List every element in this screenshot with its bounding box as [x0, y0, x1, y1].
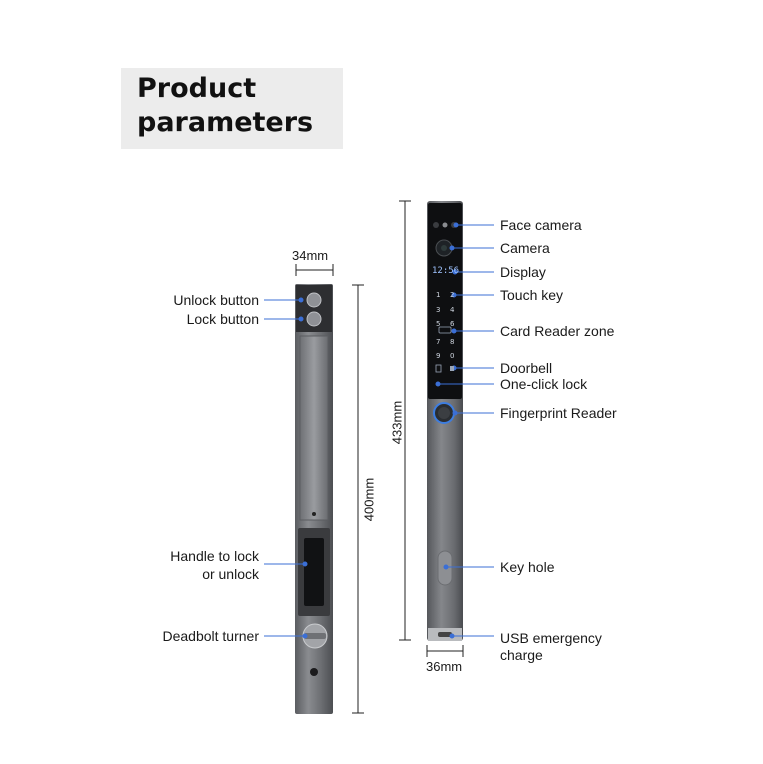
left-height-dimension — [352, 284, 364, 714]
title-line-2: parameters — [137, 107, 314, 138]
left-height-label: 400mm — [361, 477, 377, 522]
unlock-button-label: Unlock button — [173, 292, 259, 308]
title-line-1: Product — [137, 73, 257, 104]
usb-label-line2: charge — [500, 647, 543, 663]
left-width-dimension — [295, 264, 334, 276]
page-title: Product parameters — [137, 72, 313, 140]
right-height-dimension — [399, 200, 411, 641]
lock-button-label: Lock button — [186, 311, 259, 327]
keypad-key: 0 — [450, 352, 455, 360]
handle-label-line1: Handle to lock — [170, 548, 259, 564]
right-width-label: 36mm — [426, 659, 463, 674]
key-hole-label: Key hole — [500, 559, 555, 575]
touch-key-label: Touch key — [500, 287, 564, 303]
keypad-key: 4 — [450, 306, 455, 314]
one-click-lock-label: One-click lock — [500, 376, 588, 392]
keypad-key: 6 — [450, 320, 455, 328]
keypad-key: 3 — [436, 306, 441, 314]
keypad-key: 1 — [436, 291, 441, 299]
keypad-key: 5 — [436, 320, 441, 328]
right-lock-body — [427, 201, 463, 641]
camera-label: Camera — [500, 240, 550, 256]
fingerprint-label: Fingerprint Reader — [500, 405, 617, 421]
keypad-key: 9 — [436, 352, 441, 360]
deadbolt-label: Deadbolt turner — [162, 628, 259, 644]
display-label: Display — [500, 264, 546, 280]
keypad-key: 7 — [436, 338, 441, 346]
keypad-key: 8 — [450, 338, 455, 346]
display-clock: 12:56 — [432, 266, 460, 276]
handle-label-line2: or unlock — [202, 566, 259, 582]
right-height-label: 433mm — [389, 400, 405, 445]
keypad-key: 2 — [450, 291, 455, 299]
face-camera-label: Face camera — [500, 217, 582, 233]
left-lock-body — [295, 284, 333, 714]
right-width-dimension — [426, 645, 464, 657]
left-width-label: 34mm — [292, 248, 329, 263]
lock-button-knob — [306, 311, 322, 327]
card-reader-label: Card Reader zone — [500, 323, 615, 339]
usb-label-line1: USB emergency — [500, 630, 602, 646]
doorbell-label: Doorbell — [500, 360, 553, 376]
unlock-button-knob — [306, 292, 322, 308]
title-box: Product parameters — [121, 68, 343, 149]
